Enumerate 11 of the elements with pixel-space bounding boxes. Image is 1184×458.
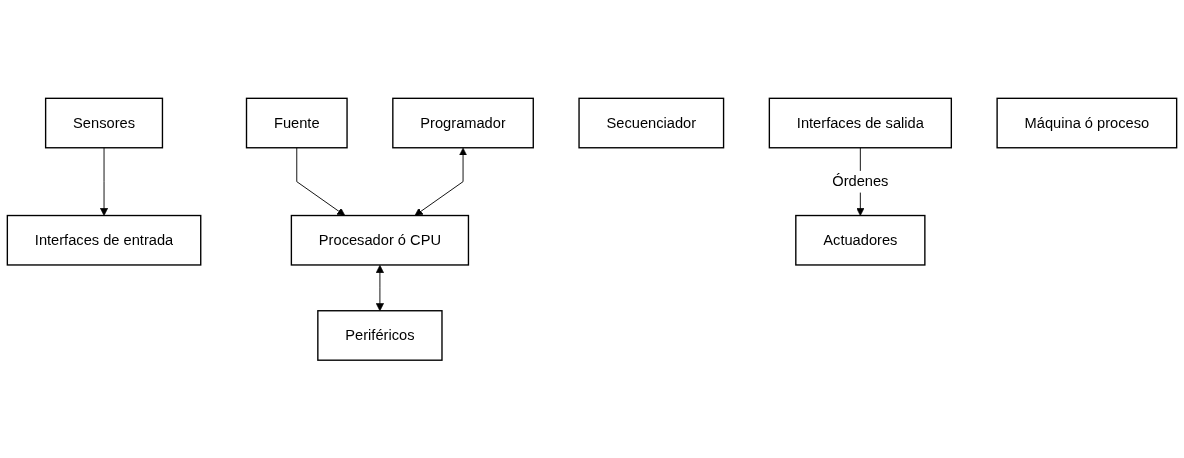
node-box: Interfaces de entrada	[6, 214, 202, 266]
node-box: Actuadores	[795, 214, 926, 266]
node-box: Máquina ó proceso	[996, 97, 1178, 149]
node-box: Sensores	[44, 97, 164, 149]
node-box: Procesador ó CPU	[290, 214, 470, 266]
node-box: Programador	[392, 97, 534, 149]
edge-label: Órdenes	[832, 173, 889, 189]
node-box: Fuente	[245, 97, 348, 149]
node-box: Interfaces de salida	[768, 97, 952, 149]
node-box: Periféricos	[317, 309, 443, 361]
node-box: Secuenciador	[578, 97, 725, 149]
